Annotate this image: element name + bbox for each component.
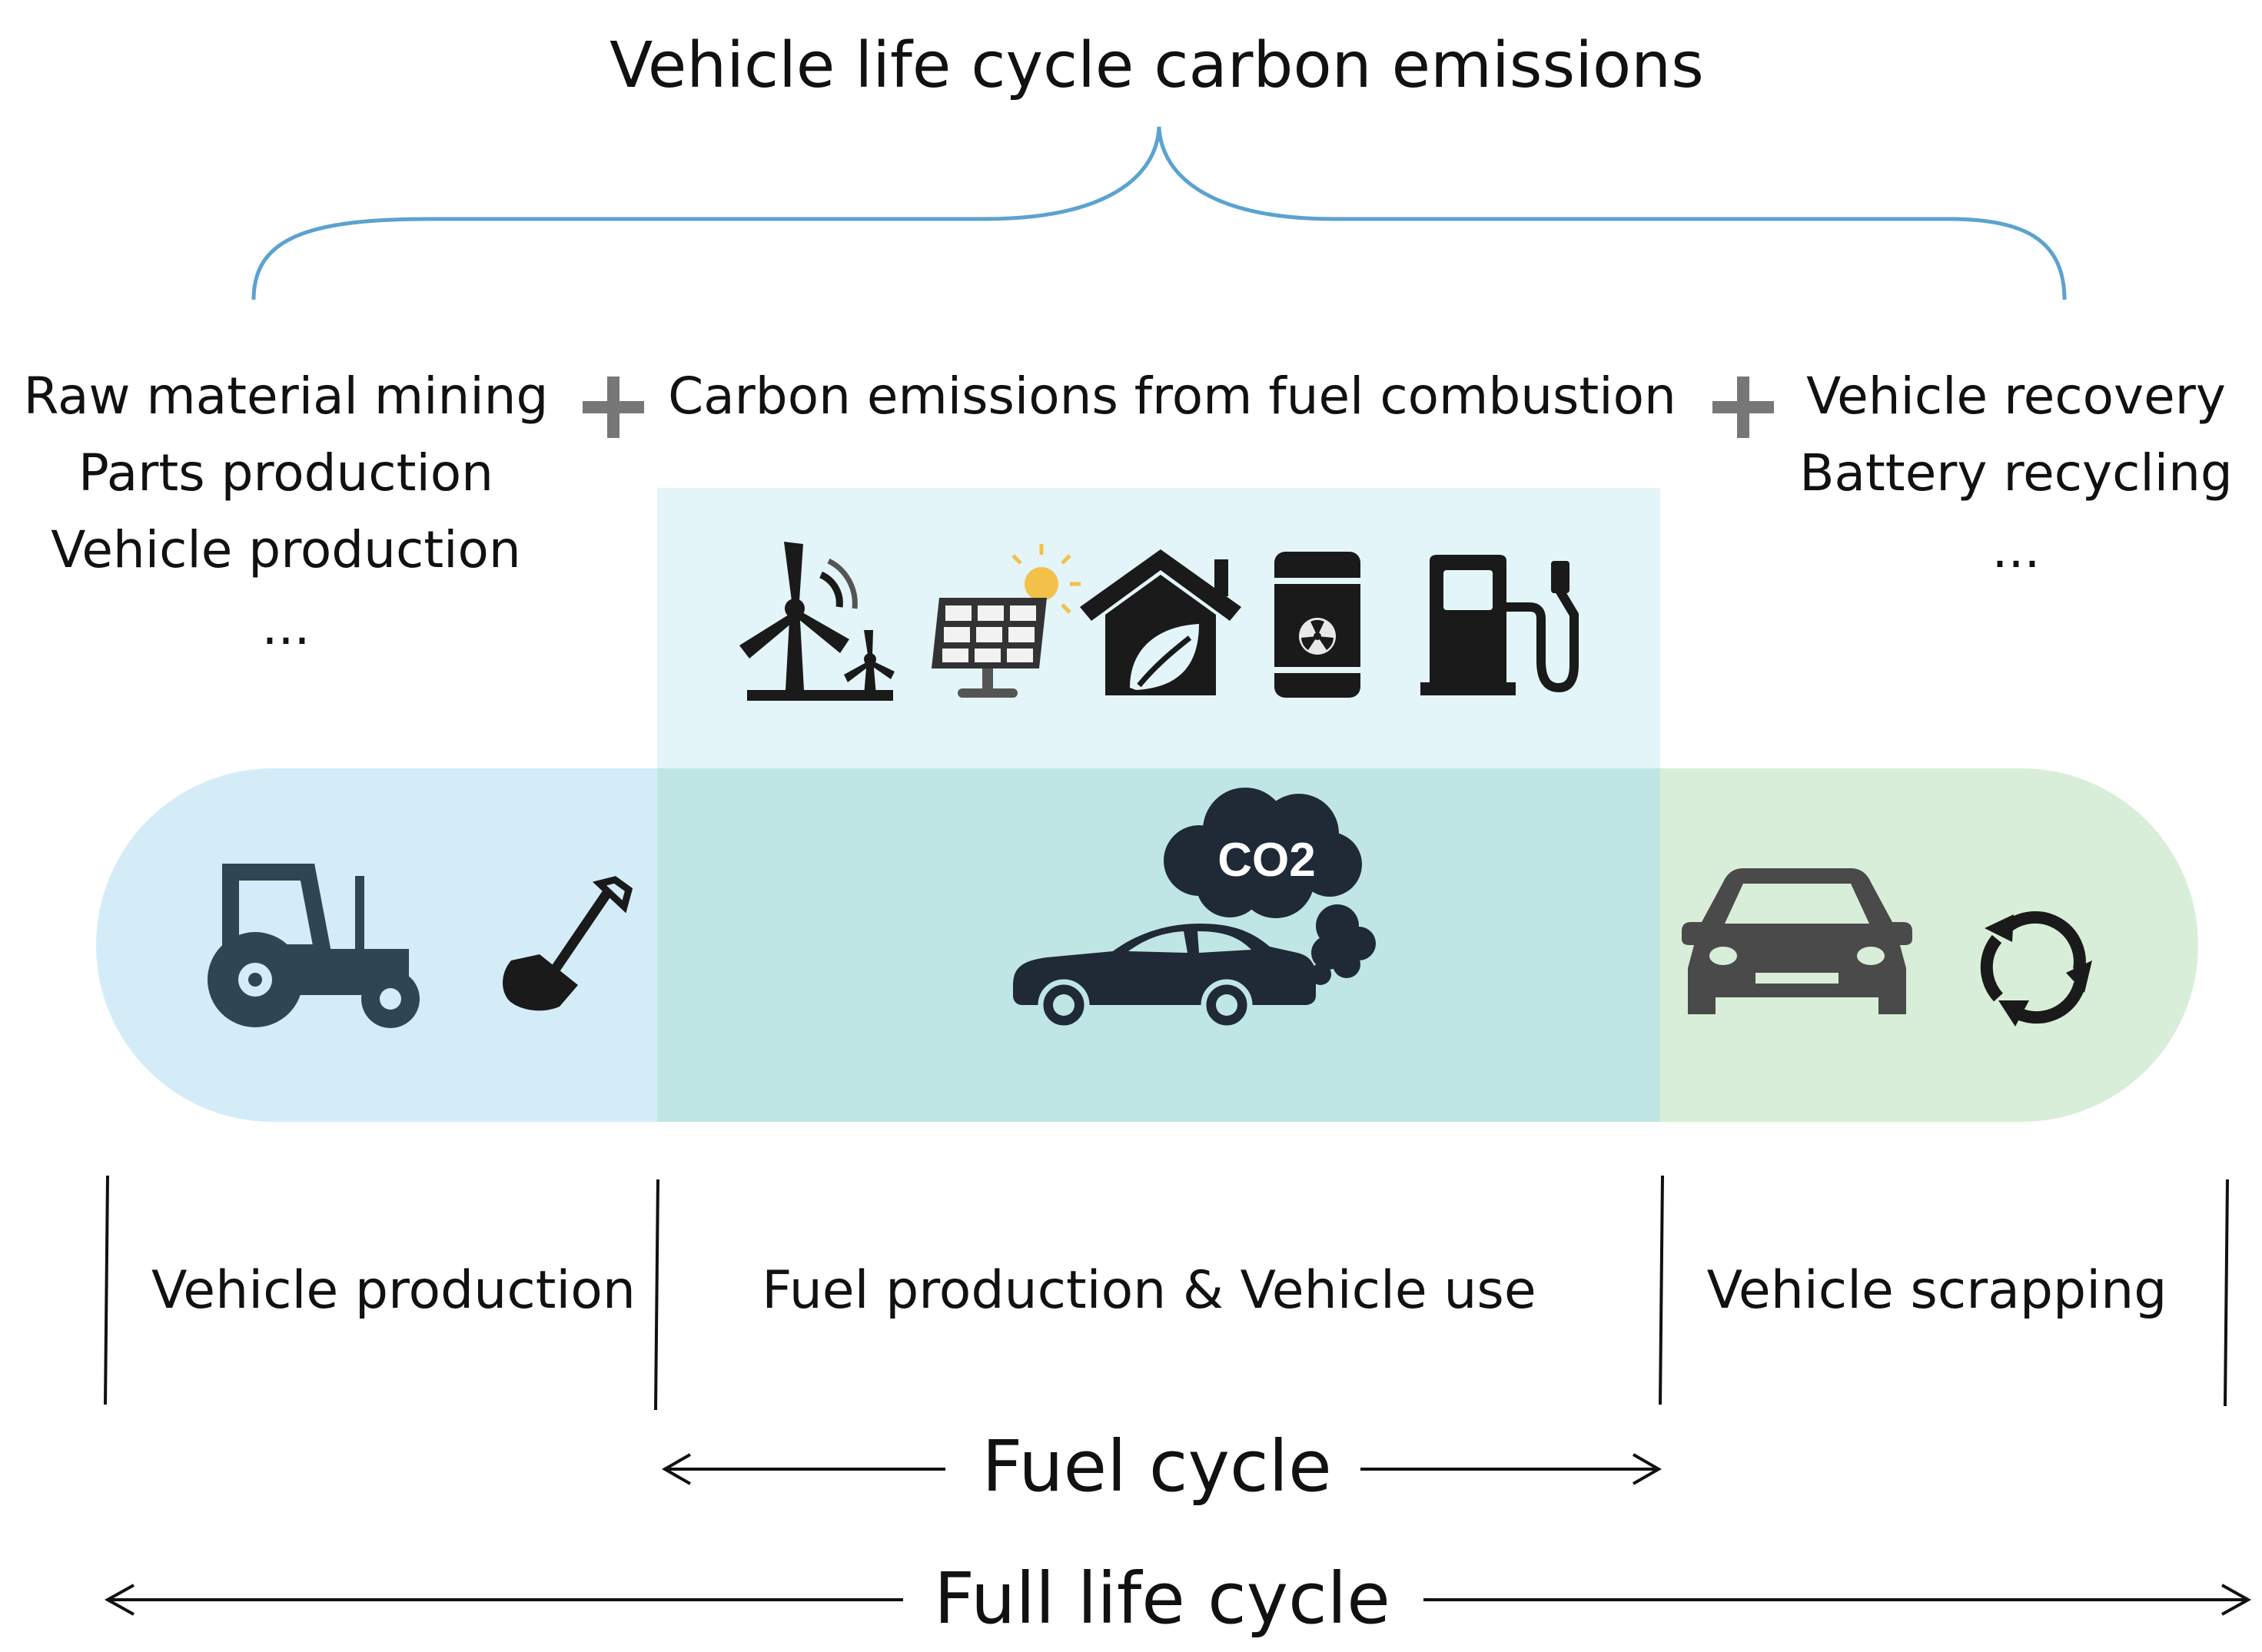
co2-label: CO2 bbox=[1217, 834, 1315, 887]
production-emission-item: ... bbox=[261, 597, 311, 656]
scrapping-emissions-list: Vehicle recovery Battery recycling ... bbox=[1799, 358, 2233, 589]
production-emission-item: Parts production bbox=[78, 443, 494, 503]
scrapping-emission-item: Vehicle recovery bbox=[1806, 367, 2226, 426]
plus-icon bbox=[583, 377, 644, 438]
fuel-cycle-label: Fuel cycle bbox=[982, 1425, 1332, 1508]
solar-panel-icon bbox=[932, 544, 1081, 698]
co2-cloud-icon bbox=[1164, 788, 1376, 1000]
scrapping-emission-item: ... bbox=[1991, 520, 2041, 579]
wind-turbine-icon bbox=[739, 542, 895, 701]
nuclear-barrel-icon bbox=[1271, 552, 1364, 698]
top-brace bbox=[251, 126, 2067, 300]
diagram-title: Vehicle life cycle carbon emissions bbox=[610, 29, 1704, 102]
scrapping-emission-item: Battery recycling bbox=[1799, 443, 2233, 503]
scrapping-band bbox=[1660, 768, 2198, 1122]
divider-left bbox=[104, 1175, 109, 1405]
car-exhaust-icon bbox=[1013, 924, 1316, 1031]
car-front-icon bbox=[1682, 868, 1912, 1014]
recycle-icon bbox=[1980, 911, 2092, 1027]
eco-house-icon bbox=[1080, 549, 1241, 695]
full-life-cycle-arrows bbox=[104, 1584, 2252, 1616]
fuel-pump-icon bbox=[1420, 555, 1579, 695]
divider-use-scrapping bbox=[1659, 1175, 1664, 1405]
use-emissions-text: Carbon emissions from fuel combustion bbox=[668, 367, 1676, 426]
plus-icon bbox=[1712, 377, 1774, 438]
phase-label-use: Fuel production & Vehicle use bbox=[762, 1260, 1536, 1321]
phase-label-production: Vehicle production bbox=[151, 1260, 636, 1321]
divider-production-use bbox=[654, 1179, 659, 1411]
phase-label-scrapping: Vehicle scrapping bbox=[1706, 1260, 2167, 1321]
production-emission-item: Vehicle production bbox=[51, 520, 521, 579]
shovel-icon bbox=[503, 876, 633, 1011]
tractor-icon bbox=[208, 864, 420, 1028]
production-band bbox=[96, 768, 657, 1122]
production-emissions-list: Raw material mining Parts production Veh… bbox=[24, 358, 549, 665]
divider-right bbox=[2224, 1179, 2229, 1407]
fuel-cycle-arrows bbox=[661, 1453, 1662, 1485]
production-emission-item: Raw material mining bbox=[23, 367, 549, 426]
full-life-cycle-label: Full life cycle bbox=[934, 1557, 1390, 1640]
